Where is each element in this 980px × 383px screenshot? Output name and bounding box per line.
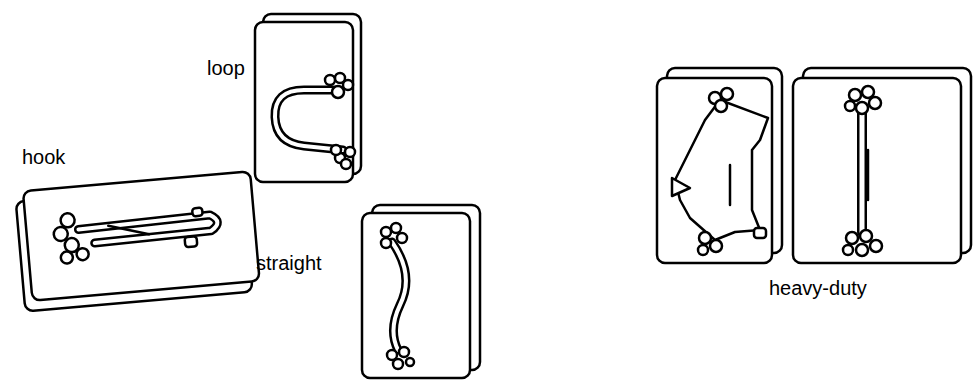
part-label: straight [256, 251, 322, 275]
heavy-duty-book [657, 68, 782, 263]
hook-line [108, 222, 149, 237]
handle-inner [860, 112, 865, 232]
hook-book [15, 171, 261, 311]
book-front [362, 213, 470, 378]
part-label: hook [22, 145, 65, 169]
handle-outline [857, 112, 867, 232]
heavy-duty-book [793, 68, 971, 263]
book-front [793, 78, 961, 263]
handle-claw [843, 86, 882, 256]
book-front [657, 78, 772, 263]
part-label: heavy-duty [769, 276, 867, 300]
handle-outline [392, 242, 406, 350]
straight-book [362, 205, 480, 378]
loop-book [255, 14, 361, 182]
book-front [23, 171, 260, 300]
handle-inner [275, 90, 343, 150]
part-label: loop [207, 56, 245, 80]
handle-plate [675, 100, 768, 240]
handle-inner [392, 242, 406, 350]
handle-grip [729, 165, 732, 205]
handle-claw [325, 73, 355, 169]
book-front [255, 22, 353, 182]
handle-outline [275, 90, 343, 150]
handle-claw [52, 202, 206, 265]
handle-claw [381, 223, 414, 369]
handle-grip [867, 150, 870, 200]
handle-claw [672, 88, 766, 255]
